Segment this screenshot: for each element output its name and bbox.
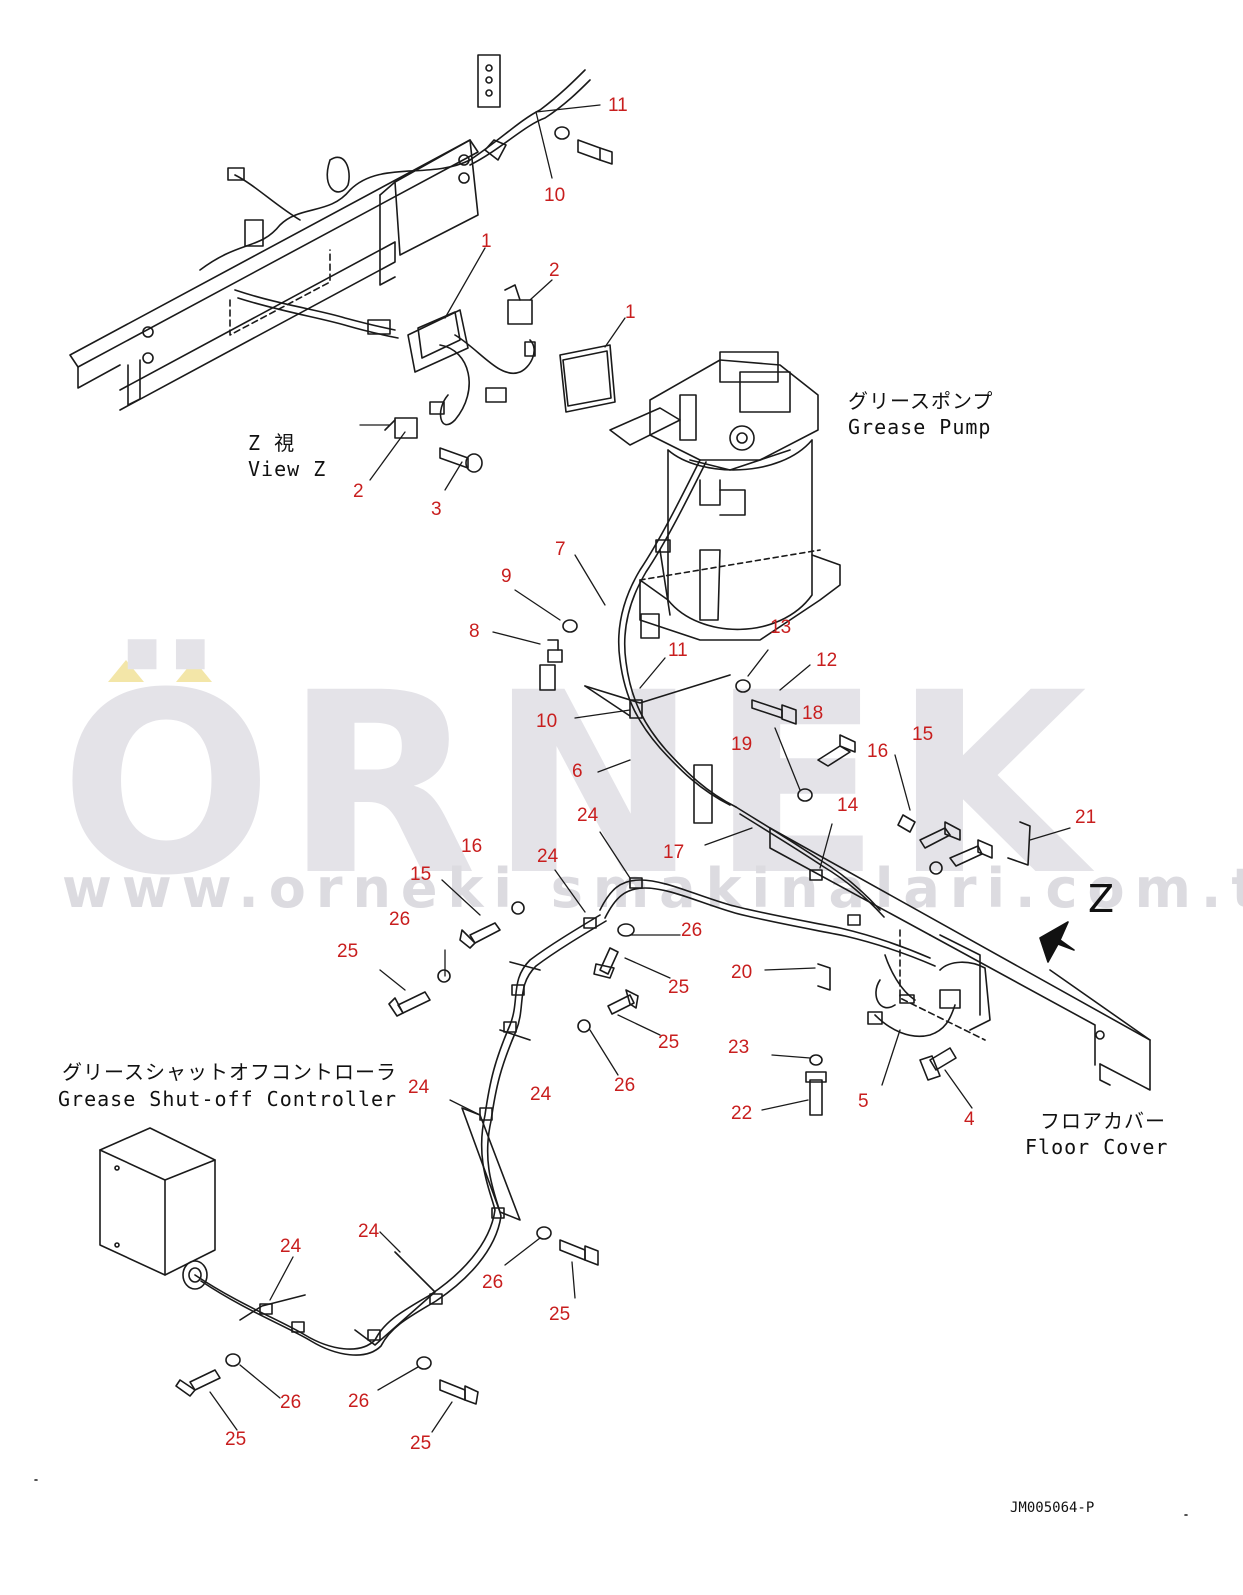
callout-label: 4 (964, 1109, 975, 1130)
callout-label: 26 (389, 909, 411, 930)
grease-pump-caption-jp: グリースポンプ (848, 389, 994, 413)
view-z-caption-en: View Z (248, 457, 327, 481)
floor-cover-caption-en: Floor Cover (1025, 1135, 1169, 1159)
callout-label: 24 (530, 1084, 552, 1105)
callout-label: 15 (410, 864, 432, 885)
leader-lines (209, 104, 1071, 1433)
callout-label: 24 (537, 846, 559, 867)
callout-label: 25 (658, 1032, 680, 1053)
floor-cover-frame (769, 827, 1151, 1091)
view-z-caption-jp: Z 視 (248, 431, 296, 455)
callout-label: 5 (858, 1091, 869, 1112)
callout-label: 7 (555, 539, 566, 560)
callout-label: 9 (501, 566, 512, 587)
grease-pump (609, 351, 841, 641)
callout-label: 25 (337, 941, 359, 962)
callout-label: 25 (549, 1304, 571, 1325)
callout-label: 15 (912, 724, 934, 745)
watermark-accent-left (108, 660, 144, 682)
callout-label: 26 (482, 1272, 504, 1293)
view-z-marker: Z (1088, 877, 1115, 921)
callout-label: 21 (1075, 807, 1097, 828)
watermark-brand: ÖRNEK (60, 639, 1099, 930)
callout-label: 24 (577, 805, 599, 826)
callout-label: 16 (461, 836, 483, 857)
grease-pump-caption-en: Grease Pump (848, 415, 992, 439)
callout-label: 3 (431, 499, 442, 520)
callout-label: 19 (731, 734, 753, 755)
callout-label: 26 (348, 1391, 370, 1412)
relay-bracket-view-z (234, 284, 616, 473)
callout-label: 12 (816, 650, 838, 671)
callout-label: 17 (663, 842, 685, 863)
callout-label: 10 (536, 711, 558, 732)
controller-caption-jp: グリースシャットオフコントローラ (62, 1060, 397, 1084)
floor-cover-caption-jp: フロアカバー (1040, 1109, 1166, 1133)
grease-shutoff-controller-box (99, 1127, 216, 1290)
fasteners (175, 619, 1031, 1405)
callout-label: 16 (867, 741, 889, 762)
callout-label: 1 (625, 302, 636, 323)
callout-label: 25 (668, 977, 690, 998)
callout-label: 24 (280, 1236, 302, 1257)
callout-label: 26 (280, 1392, 302, 1413)
callout-label: 1 (481, 231, 492, 252)
terminal-block-top (477, 54, 501, 108)
callout-label: 10 (544, 185, 566, 206)
harness-main (584, 459, 936, 967)
callout-label: 6 (572, 761, 583, 782)
callout-label: 2 (549, 260, 560, 281)
callout-label: 24 (358, 1221, 380, 1242)
watermark-accent-right (176, 660, 212, 682)
callout-label: 24 (408, 1077, 430, 1098)
callout-label: 2 (353, 481, 364, 502)
callout-label: 13 (770, 617, 792, 638)
callout-label: 25 (410, 1433, 432, 1454)
callout-label: 23 (728, 1037, 750, 1058)
drawing-code: JM005064-P (1010, 1500, 1095, 1516)
callout-label: 18 (802, 703, 824, 724)
view-z-arrow (1039, 921, 1075, 963)
callout-label: 22 (731, 1103, 753, 1124)
callout-label: 26 (614, 1075, 636, 1096)
callout-label: 20 (731, 962, 753, 983)
callout-label: 8 (469, 621, 480, 642)
bolt-top (554, 126, 613, 165)
callout-label: 11 (608, 95, 628, 116)
callout-label: 25 (225, 1429, 247, 1450)
controller-caption-en: Grease Shut-off Controller (58, 1087, 398, 1111)
callout-label: 11 (668, 640, 688, 661)
callout-label: 14 (837, 795, 859, 816)
harness-to-controller (194, 869, 861, 1356)
upper-frame-beam (69, 69, 591, 411)
callout-label: 26 (681, 920, 703, 941)
